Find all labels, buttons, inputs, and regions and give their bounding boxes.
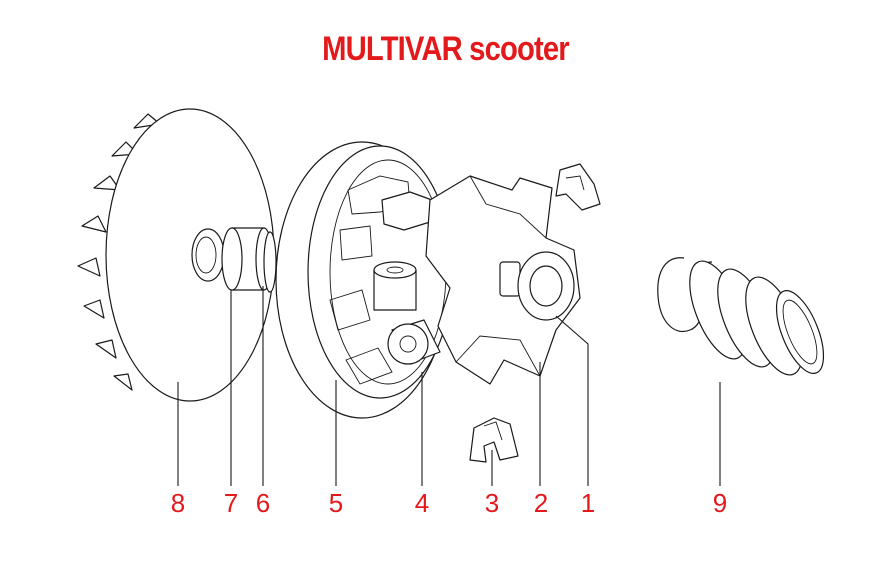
callout-8: 8 <box>171 488 185 518</box>
guide-clip <box>555 163 601 211</box>
ramp-plate <box>425 175 581 385</box>
diagram-title: MULTIVAR scooter <box>322 30 570 68</box>
callout-7: 7 <box>224 488 238 518</box>
inner-bushing <box>517 251 575 321</box>
callout-3: 3 <box>485 488 499 518</box>
callout-4: 4 <box>415 488 429 518</box>
callout-6: 6 <box>256 488 270 518</box>
callout-labels: 8 7 6 5 4 3 2 1 9 <box>171 488 727 518</box>
roller-weight <box>387 319 441 365</box>
spacer-washer <box>263 231 277 293</box>
spring <box>657 257 825 376</box>
leader-1 <box>555 315 589 486</box>
leader-lines <box>177 286 721 486</box>
fan-pulley-half <box>77 108 275 402</box>
bushing-collar <box>221 227 273 291</box>
callout-5: 5 <box>329 488 343 518</box>
callout-1: 1 <box>581 488 595 518</box>
callout-9: 9 <box>713 488 727 518</box>
callout-2: 2 <box>534 488 548 518</box>
variator-pulley <box>275 141 453 419</box>
slider-guide <box>469 417 519 463</box>
